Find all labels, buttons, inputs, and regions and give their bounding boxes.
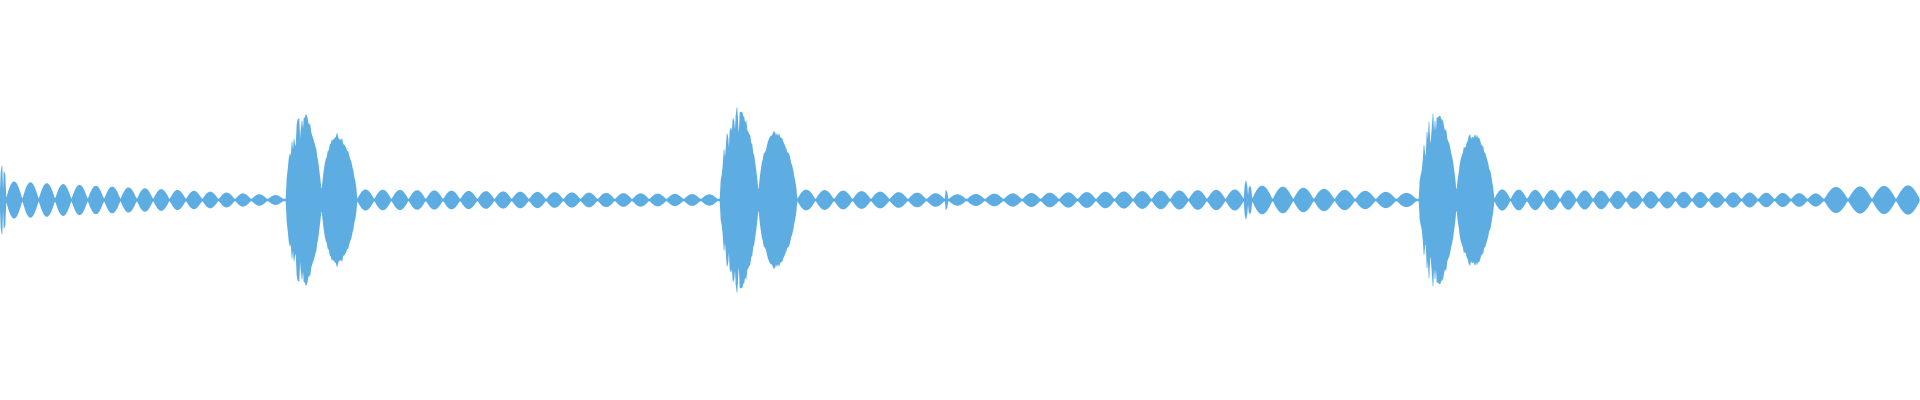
waveform-shape-group [0, 107, 1920, 293]
